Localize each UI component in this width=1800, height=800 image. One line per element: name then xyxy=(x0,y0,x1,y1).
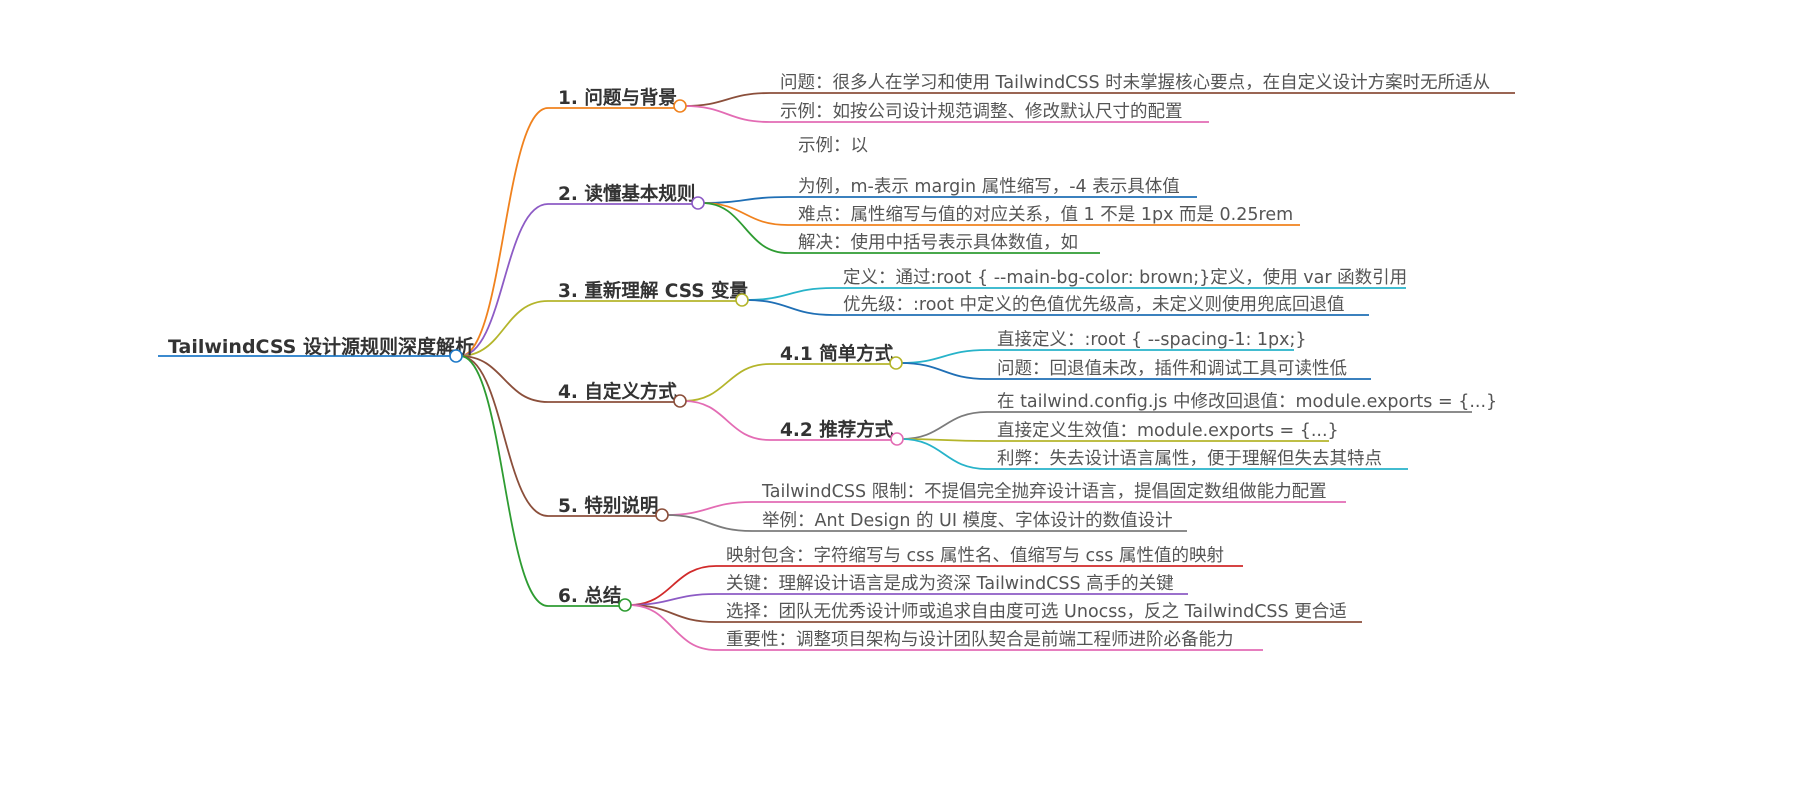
leaf-topic: 举例：Ant Design 的 UI 模度、字体设计的数值设计 xyxy=(762,511,1173,531)
branch-to-leaf-connector xyxy=(628,565,717,606)
root-topic: TailwindCSS 设计源规则深度解析 xyxy=(168,335,474,358)
branch-topic: 6. 总结 xyxy=(558,585,621,607)
subbranch-to-leaf-connector xyxy=(899,362,988,380)
subbranch-topic: 4.2 推荐方式 xyxy=(780,419,894,441)
leaf-topic: 映射包含：字符缩写与 css 属性名、值缩写与 css 属性值的映射 xyxy=(726,546,1224,566)
branch-to-leaf-connector xyxy=(683,105,771,123)
branch-to-leaf-connector xyxy=(665,501,753,516)
leaf-topic: 优先级：:root 中定义的色值优先级高，未定义则使用兜底回退值 xyxy=(843,294,1345,315)
subbranch-topic: 4.1 简单方式 xyxy=(780,343,894,365)
branch-topic: 5. 特别说明 xyxy=(558,495,658,517)
branch-to-leaf-connector xyxy=(628,604,717,651)
branch-to-leaf-connector xyxy=(701,196,789,204)
root-collapse-toggle[interactable] xyxy=(449,349,463,363)
branch-collapse-toggle[interactable] xyxy=(655,508,669,522)
branch-to-leaf-connector xyxy=(701,202,789,226)
leaf-topic: 定义：通过:root { --main-bg-color: brown;}定义，… xyxy=(843,267,1407,288)
leaf-topic: 在 tailwind.config.js 中修改回退值：module.expor… xyxy=(997,392,1497,412)
branch-collapse-toggle[interactable] xyxy=(618,598,632,612)
leaf-topic: 直接定义生效值：module.exports = {...} xyxy=(997,421,1339,441)
root-to-branch-connector xyxy=(459,355,549,403)
root-to-branch-connector xyxy=(459,300,549,357)
branch-to-leaf-connector xyxy=(665,514,753,532)
leaf-topic: TailwindCSS 限制：不提倡完全抛弃设计语言，提倡固定数组做能力配置 xyxy=(761,482,1327,502)
branch-to-leaf-connector xyxy=(745,299,834,316)
root-to-branch-connector xyxy=(459,355,549,607)
leaf-topic: 关键：理解设计语言是成为资深 TailwindCSS 高手的关键 xyxy=(726,574,1174,594)
subbranch-collapse-toggle[interactable] xyxy=(890,432,904,446)
subbranch-to-leaf-connector xyxy=(900,411,988,440)
leaf-topic: 选择：团队无优秀设计师或追求自由度可选 Unocss，反之 TailwindCS… xyxy=(726,602,1347,622)
leaf-topic: 示例：以 xyxy=(798,136,868,156)
branch-collapse-toggle[interactable] xyxy=(735,293,749,307)
branch-to-leaf-connector xyxy=(745,287,834,301)
subbranch-to-leaf-connector xyxy=(900,438,988,470)
leaf-topic: 问题：回退值未改，插件和调试工具可读性低 xyxy=(997,359,1347,379)
root-to-branch-connector xyxy=(459,355,549,517)
branch-collapse-toggle[interactable] xyxy=(673,99,687,113)
branch-collapse-toggle[interactable] xyxy=(673,394,687,408)
branch-to-leaf-connector xyxy=(628,604,717,623)
subbranch-to-leaf-connector xyxy=(899,349,988,364)
leaf-topic: 直接定义：:root { --spacing-1: 1px;} xyxy=(997,330,1307,350)
branch-to-leaf-connector xyxy=(701,202,789,254)
branch-to-subbranch-connector xyxy=(683,400,771,441)
root-to-branch-connector xyxy=(459,107,549,357)
leaf-topic: 为例，m-表示 margin 属性缩写，-4 表示具体值 xyxy=(798,177,1180,197)
root-to-branch-connector xyxy=(459,203,549,357)
branch-topic: 3. 重新理解 CSS 变量 xyxy=(558,280,748,302)
branch-topic: 4. 自定义方式 xyxy=(558,381,677,403)
branch-collapse-toggle[interactable] xyxy=(691,196,705,210)
leaf-topic: 重要性：调整项目架构与设计团队契合是前端工程师进阶必备能力 xyxy=(726,630,1234,650)
branch-topic: 1. 问题与背景 xyxy=(558,87,677,109)
leaf-topic: 难点：属性缩写与值的对应关系，值 1 不是 1px 而是 0.25rem xyxy=(798,205,1293,225)
branch-to-leaf-connector xyxy=(683,92,771,107)
leaf-topic: 问题：很多人在学习和使用 TailwindCSS 时未掌握核心要点，在自定义设计… xyxy=(780,72,1490,93)
subbranch-collapse-toggle[interactable] xyxy=(889,356,903,370)
leaf-topic: 利弊：失去设计语言属性，便于理解但失去其特点 xyxy=(997,449,1382,469)
branch-topic: 2. 读懂基本规则 xyxy=(558,183,695,205)
leaf-topic: 示例：如按公司设计规范调整、修改默认尺寸的配置 xyxy=(780,102,1183,122)
branch-to-subbranch-connector xyxy=(683,363,771,402)
leaf-topic: 解决：使用中括号表示具体数值，如 xyxy=(798,232,1078,253)
